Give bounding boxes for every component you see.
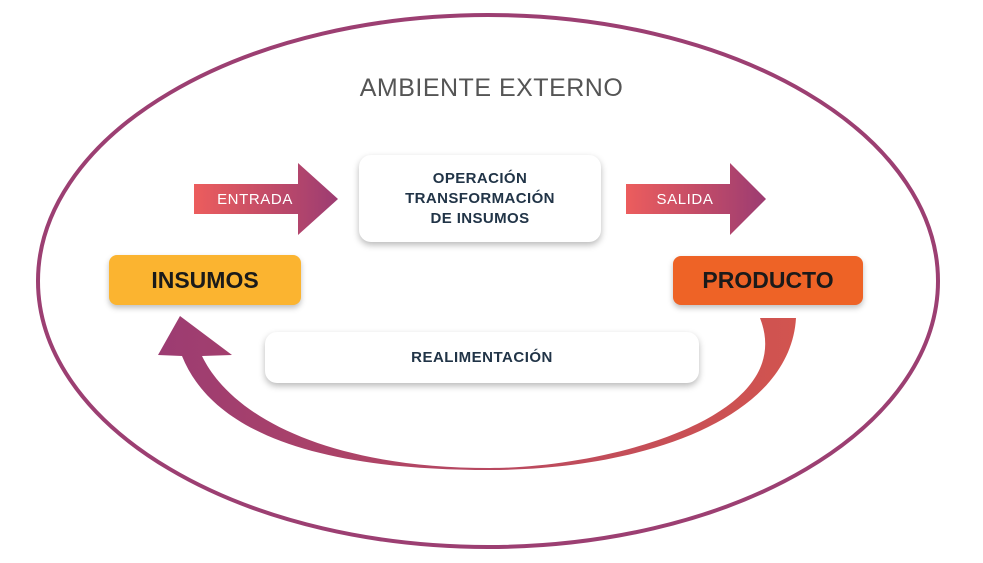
environment-title: AMBIENTE EXTERNO: [359, 73, 624, 102]
feedback-box: REALIMENTACIÓN: [265, 332, 699, 383]
producto-box: PRODUCTO: [673, 256, 863, 305]
salida-arrow: [626, 163, 766, 235]
insumos-box: INSUMOS: [109, 255, 301, 305]
entrada-arrow: [194, 163, 338, 235]
entrada-label: ENTRADA: [217, 190, 293, 208]
operation-box: OPERACIÓN TRANSFORMACIÓN DE INSUMOS: [359, 155, 601, 242]
salida-label: SALIDA: [656, 190, 714, 208]
external-environment-ellipse: [36, 13, 940, 549]
